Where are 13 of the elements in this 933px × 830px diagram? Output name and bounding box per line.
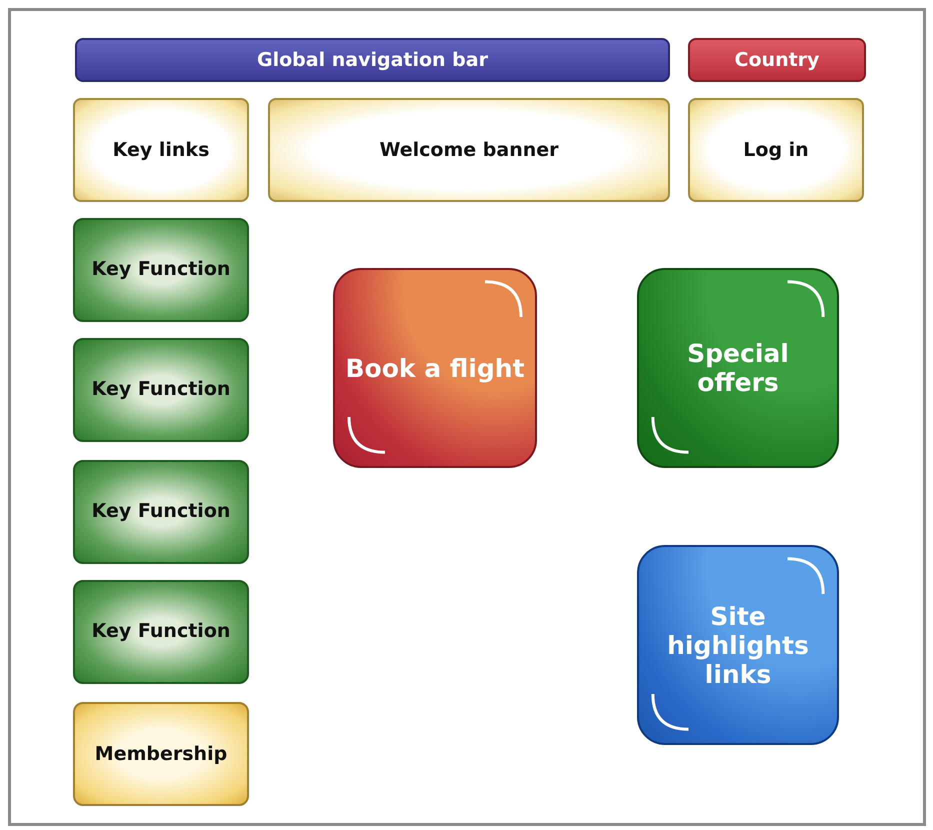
function-button: Key Function [73,218,249,322]
navigation-bar: Country [688,38,866,82]
function-button: Key Function [73,580,249,684]
content-panel: Log in [688,98,864,202]
membership-button: Membership [73,702,249,806]
content-panel: Key links [73,98,249,202]
function-button: Key Function [73,460,249,564]
feature-tile: Book a flight [333,268,537,468]
function-button: Key Function [73,338,249,442]
navigation-bar: Global navigation bar [75,38,670,82]
feature-tile: Special offers [637,268,839,468]
feature-tile: Site highlights links [637,545,839,745]
content-panel: Welcome banner [268,98,670,202]
